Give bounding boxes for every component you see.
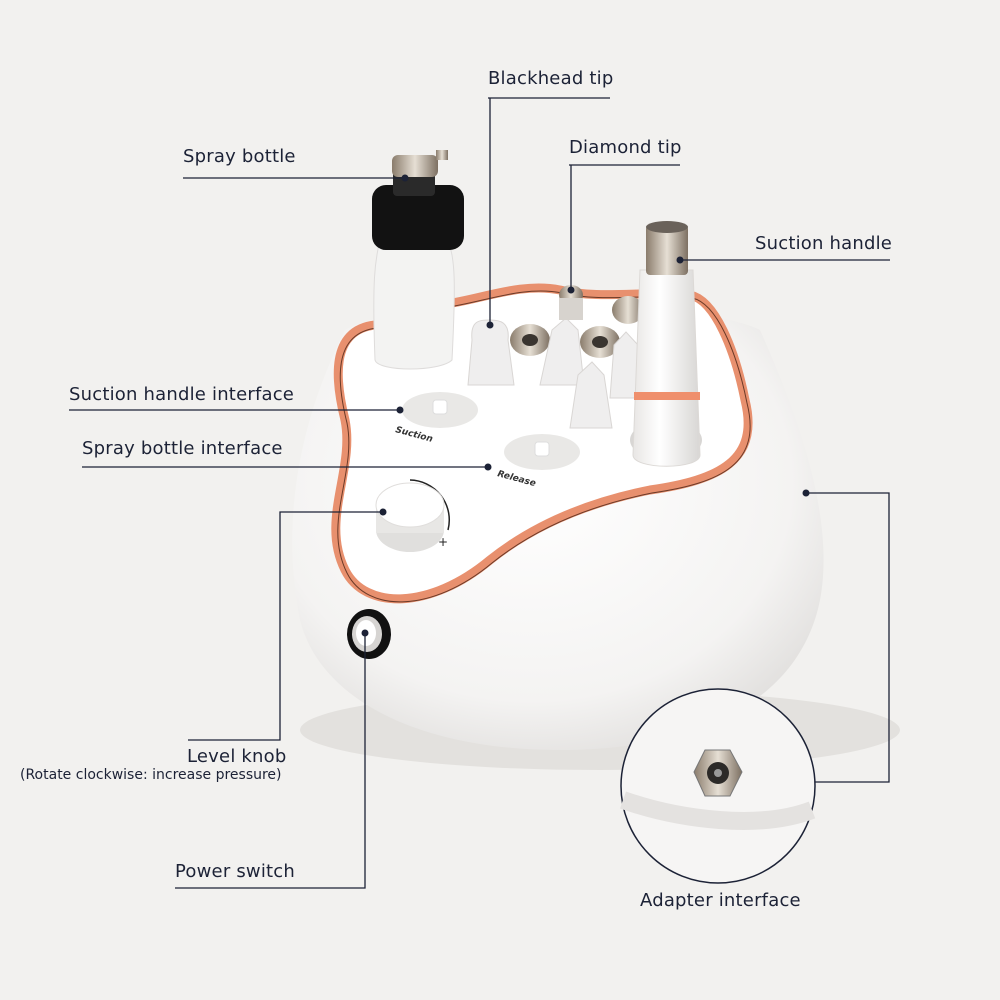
level-knob: + [375,479,451,552]
label-blackhead-tip: Blackhead tip [488,68,614,89]
label-suction-handle: Suction handle [755,233,893,254]
label-adapter-interface: Adapter interface [640,890,801,911]
tips [467,285,644,429]
suction-handle [630,221,702,467]
label-level-knob: Level knob [187,746,287,767]
label-spray-bottle-interface: Spray bottle interface [82,438,283,459]
label-power-switch: Power switch [175,861,296,882]
spray-bottle [372,150,464,370]
label-spray-bottle: Spray bottle [183,146,296,167]
label-suction-handle-interface: Suction handle interface [69,384,295,405]
label-diamond-tip: Diamond tip [569,137,682,158]
leader-lines [69,97,890,889]
plus-marking: + [438,535,448,549]
power-switch [347,609,391,659]
label-level-knob-note: (Rotate clockwise: increase pressure) [20,767,282,783]
adapter-interface-inset [620,688,816,884]
leader-dots [361,174,810,637]
